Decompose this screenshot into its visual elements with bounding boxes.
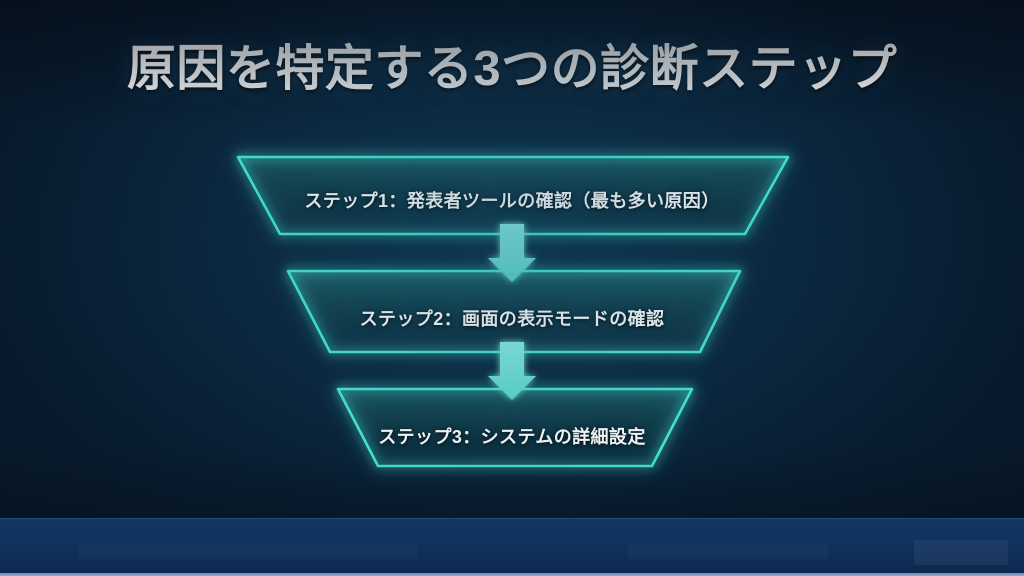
bottom-bar — [0, 518, 1024, 576]
funnel-step-3-label: ステップ3：システムの詳細設定 — [378, 427, 646, 447]
funnel-step-2-label: ステップ2：画面の表示モードの確認 — [359, 309, 665, 329]
bottom-bar-ghost-right — [628, 544, 828, 560]
funnel-step-1-label: ステップ1：発表者ツールの確認（最も多い原因） — [304, 191, 720, 211]
bottom-bar-underline — [0, 573, 1024, 576]
bottom-bar-top-edge — [0, 518, 1024, 519]
bottom-bar-chip[interactable] — [914, 540, 1008, 565]
bottom-bar-ghost-left — [78, 544, 418, 560]
